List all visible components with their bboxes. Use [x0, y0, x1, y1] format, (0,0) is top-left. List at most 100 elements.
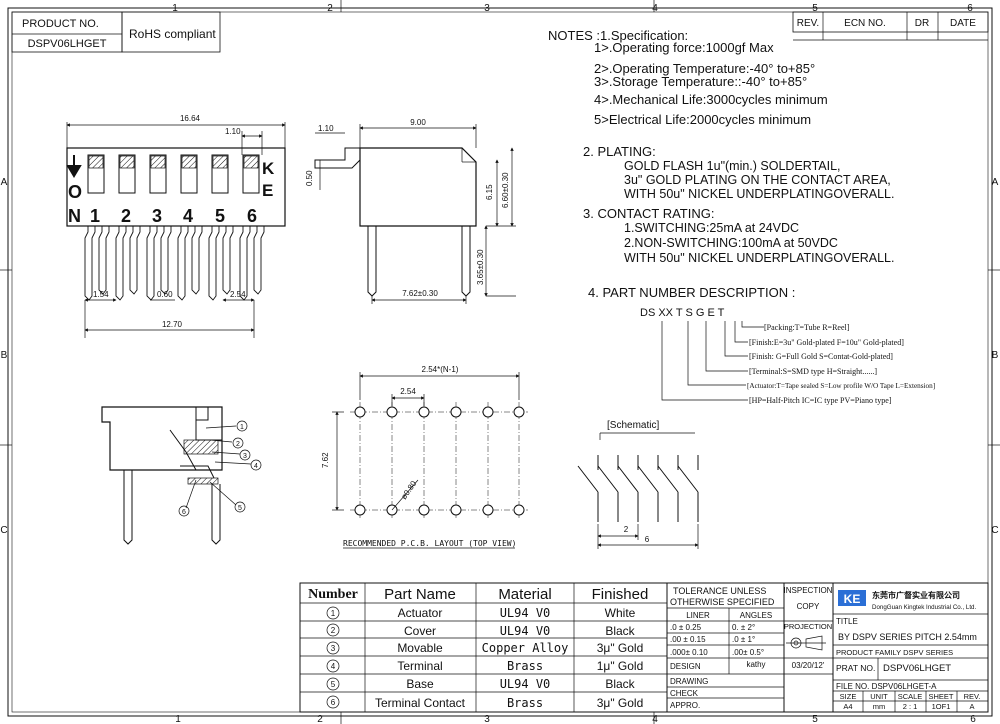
pin-number-4: 4 [183, 206, 193, 226]
grid-row-c-right: C [991, 525, 998, 536]
drawing-title: BY DSPV SERIES PITCH 2.54mm [838, 632, 977, 642]
bom-finish: 3μ" Gold [597, 696, 644, 710]
tolerance-title-2: OTHERWISE SPECIFIED [670, 597, 775, 607]
table-row: 3 Movable Copper Alloy 3μ" Gold [331, 641, 643, 655]
pcb-layout: 2.54*(N-1) 2.54 7.62 ø0.80 RECOMMENDED P [321, 365, 528, 549]
grid-col-5-bottom: 5 [812, 714, 818, 724]
company-logo-text: KE [844, 592, 861, 606]
tolerance-title-1: TOLERANCE UNLESS [673, 586, 766, 596]
bom-finish: Black [605, 677, 635, 691]
bom-part-name: Terminal [397, 659, 442, 673]
tolerance-angle-2: .0 ± 1° [732, 635, 755, 644]
table-row: 4 Terminal Brass 1μ" Gold [331, 659, 643, 673]
dim-overall-width: 16.64 [180, 114, 201, 123]
footer-sheet-value: 1OF1 [932, 702, 951, 711]
product-part-no: DSPV06LHGET [28, 38, 107, 50]
plating-line-2: 3u" GOLD PLATING ON THE CONTACT AREA, [624, 173, 891, 187]
bom-header-finished: Finished [592, 586, 649, 603]
pn-desc-actuator: [Actuator:T=Tape sealed S=Low profile W/… [747, 382, 935, 390]
grid-row-b-left: B [1, 350, 8, 361]
bom-part-name: Base [406, 677, 434, 691]
dim-slot-width: 1.10 [225, 127, 241, 136]
grid-row-c-left: C [0, 525, 7, 536]
side-dim-row: 7.62±0.30 [402, 289, 438, 298]
bom-number: 4 [331, 662, 336, 671]
schematic-dim-span: 6 [645, 535, 650, 544]
section-callouts: 1 2 3 4 5 6 [178, 420, 262, 517]
footer-size-label: SIZE [840, 692, 857, 701]
pcb-dim-pitch: 2.54 [400, 387, 416, 396]
bom-material: Brass [507, 659, 543, 673]
company-name-en: DongGuan Kingtek Industrial Co., Ltd. [872, 604, 976, 611]
bom-material: Brass [507, 696, 543, 710]
bom-number: 2 [331, 626, 336, 635]
schematic: [Schematic] 2 6 [577, 420, 699, 549]
slider-slots [87, 154, 260, 194]
pin-number-6: 6 [247, 206, 257, 226]
on-arrow-icon [66, 155, 82, 178]
grid-col-2: 2 [327, 3, 333, 14]
table-row: 5 Base UL94 V0 Black [331, 677, 636, 691]
appro-label: APPRO. [670, 701, 700, 710]
callout-2: 2 [236, 441, 240, 448]
tolerance-angle-1: 0. ± 2° [732, 623, 755, 632]
bom-material: Copper Alloy [482, 641, 569, 655]
pcb-caption: RECOMMENDED P.C.B. LAYOUT (TOP VIEW) [343, 539, 516, 548]
pn-desc-type: [HP=Half-Pitch IC=IC type PV=Piano type] [749, 396, 892, 405]
footer-size-value: A4 [843, 702, 852, 711]
grid-row-b-right: B [992, 350, 999, 361]
schematic-switches [577, 455, 699, 522]
grid-row-labels: A B C A B C [0, 177, 998, 536]
on-label: O [68, 182, 82, 202]
check-label: CHECK [670, 689, 699, 698]
bom-finish: Black [605, 624, 635, 638]
bom-number: 1 [331, 609, 336, 618]
product-box: PRODUCT NO. DSPV06LHGET RoHS compliant [11, 11, 221, 53]
bom-part-name: Cover [404, 624, 436, 638]
pin-number-1: 1 [90, 206, 100, 226]
grid-col-1-bottom: 1 [175, 714, 181, 724]
pn-desc-finish-gold: [Finish: G=Full Gold S=Contat-Gold-plate… [749, 352, 893, 361]
designer-name: kathy [746, 660, 765, 669]
footer-scale-value: 2 : 1 [903, 702, 918, 711]
tolerance-liner-1: .0 ± 0.25 [670, 623, 702, 632]
footer-unit-label: UNIT [870, 692, 888, 701]
callout-6: 6 [182, 509, 186, 516]
ecn-header: ECN NO. [844, 18, 886, 29]
footer-unit-value: mm [873, 702, 886, 711]
table-row: 6 Terminal Contact Brass 3μ" Gold [331, 696, 643, 710]
spec-line-1: 1>.Operating force:1000gf Max [594, 40, 774, 55]
section-view: 1 2 3 4 5 6 [101, 406, 262, 545]
bom-part-name: Movable [397, 641, 443, 655]
part-number-code: DS XX T S G E T [640, 307, 725, 319]
bom-part-name: Terminal Contact [375, 696, 466, 710]
prat-no-value: DSPV06LHGET [883, 663, 951, 674]
front-pins [84, 226, 265, 301]
dim-pin-span: 12.70 [162, 320, 183, 329]
pn-desc-finish-plating: [Finish:E=3u" Gold-plated F=10u" Gold-pl… [749, 338, 904, 347]
grid-col-3: 3 [484, 3, 490, 14]
callout-5: 5 [238, 505, 242, 512]
front-view: 16.64 1.10 O N K E 1 2 3 4 5 6 [66, 114, 286, 338]
grid-column-labels-bottom: 1 2 3 4 5 6 [175, 714, 976, 724]
spec-title: 1.Specification: [600, 28, 688, 43]
schematic-label: [Schematic] [607, 420, 659, 431]
k-label: K [262, 159, 275, 178]
plating-title: 2. PLATING: [583, 144, 656, 159]
footer-sheet-label: SHEET [928, 692, 953, 701]
product-no-label: PRODUCT NO. [22, 18, 99, 30]
pin-number-5: 5 [215, 206, 225, 226]
footer-rev-value: A [969, 702, 974, 711]
rohs-label: RoHS compliant [129, 27, 216, 41]
table-row: 1 Actuator UL94 V0 White [331, 606, 636, 620]
pn-desc-terminal: [Terminal:S=SMD type H=Straight......] [749, 367, 877, 376]
bom-finish: White [605, 606, 636, 620]
grid-col-6: 6 [967, 3, 973, 14]
dim-pin-width: 0.60 [157, 290, 173, 299]
drawing-label: DRAWING [670, 677, 708, 686]
grid-col-2-bottom: 2 [317, 714, 323, 724]
grid-row-a-left: A [1, 177, 8, 188]
dr-header: DR [915, 18, 929, 29]
side-dim-left: 0.50 [305, 170, 314, 186]
